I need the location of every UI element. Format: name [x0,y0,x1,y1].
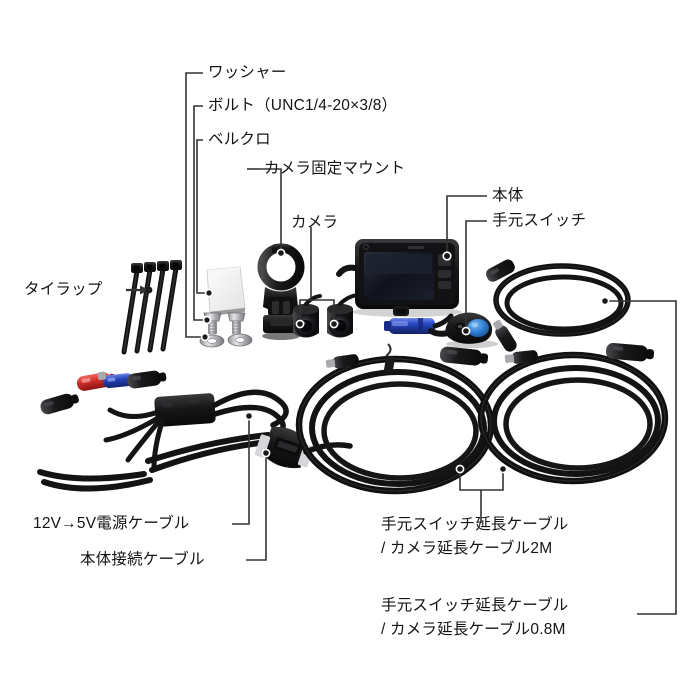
extension-cable-0-8m [477,342,669,485]
label-body-cable: 本体接続ケーブル [80,551,205,568]
flat-washer-group [199,333,253,348]
blue-inline-connector [384,313,454,334]
label-extension-08m-line2: / カメラ延長ケーブル0.8M [381,621,566,638]
handlebar-switch [428,312,498,348]
label-extension-2m-line2: / カメラ延長ケーブル2M [381,540,553,557]
hex-bolt-group [203,312,246,335]
label-extension-08m-line1: 手元スイッチ延長ケーブル [381,597,569,614]
label-extension-2m-line1: 手元スイッチ延長ケーブル [381,516,569,533]
handlebar-switch-extension-coil [485,259,631,352]
label-tie-wrap: タイラップ [24,281,103,298]
label-velcro: ベルクロ [208,131,271,148]
cable-tie-group [121,260,182,355]
label-extension-2m: 手元スイッチ延長ケーブル / カメラ延長ケーブル2M [381,513,568,561]
label-washer: ワッシャー [208,64,287,81]
label-extension-08m: 手元スイッチ延長ケーブル / カメラ延長ケーブル0.8M [381,594,568,642]
velcro-pad [206,266,246,316]
label-hand-switch: 手元スイッチ [492,212,587,229]
extension-cable-2m [295,343,495,495]
bullet-camera-group [293,293,360,338]
dvr-main-unit [336,239,462,317]
label-camera-mount: カメラ固定マウント [264,160,406,177]
label-camera: カメラ [291,214,339,231]
label-main-body: 本体 [492,187,524,204]
12v-to-5v-power-cable [40,370,289,471]
label-bolt: ボルト（UNC1/4-20×3/8） [208,97,398,114]
label-power-cable: 12V→5V電源ケーブル [33,515,190,532]
main-unit-connection-cable [37,426,353,492]
